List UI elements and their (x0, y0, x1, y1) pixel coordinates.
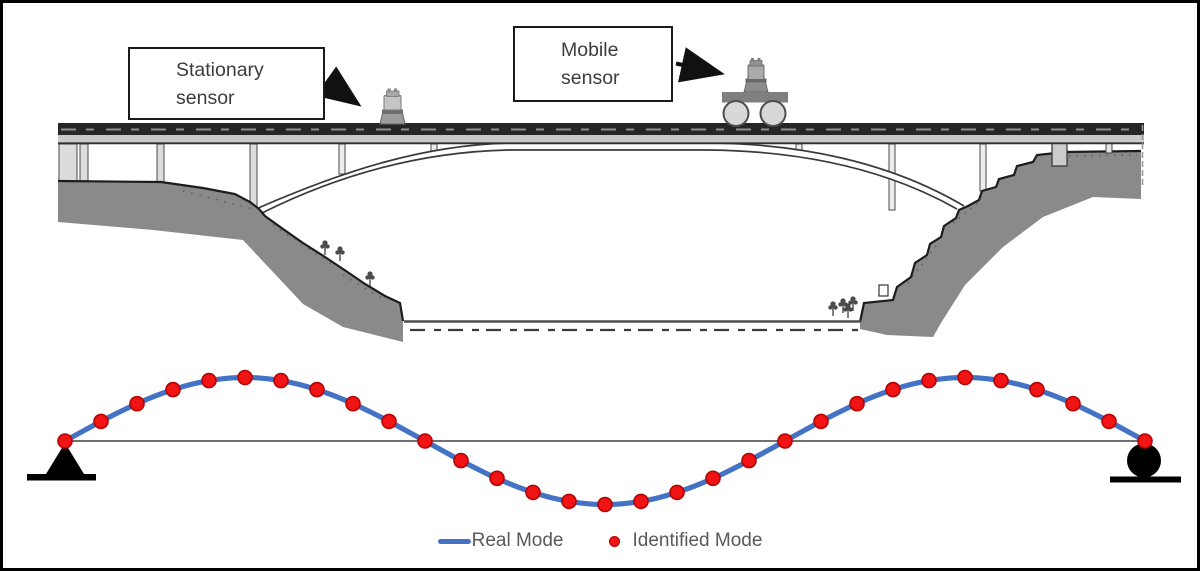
identified-mode-point (237, 369, 253, 386)
cart-wheel (759, 100, 787, 127)
identified-mode-point (381, 413, 397, 430)
identified-mode-point (1065, 395, 1081, 412)
cart-wheel (722, 100, 750, 127)
terrain-left (57, 179, 405, 342)
identified-mode-point (633, 493, 649, 510)
mobile-sensor-callout: Mobile sensor (513, 26, 673, 102)
identified-mode-point (813, 413, 829, 430)
bridge-deck (58, 123, 1144, 186)
real-mode-line-icon (437, 538, 471, 544)
pin-support-icon (27, 443, 96, 481)
identified-mode-points (57, 369, 1153, 513)
identified-mode-dot-icon (609, 535, 621, 547)
identified-mode-point (453, 452, 469, 469)
bridge-arch (255, 142, 965, 214)
identified-mode-point (777, 433, 793, 449)
callout-text: Stationary (176, 58, 264, 81)
legend: Real Mode Identified Mode (3, 530, 1197, 552)
vegetation (319, 239, 889, 319)
identified-mode-point (1029, 381, 1045, 398)
roller-support-icon (1110, 443, 1181, 483)
identified-mode-point (309, 381, 325, 398)
identified-mode-point (165, 381, 181, 398)
figure-canvas (27, 47, 1181, 513)
identified-mode-point (1101, 413, 1117, 430)
legend-label: Real Mode (471, 530, 564, 551)
identified-mode-point (345, 395, 361, 412)
stationary-sensor-callout: Stationary sensor (128, 47, 325, 120)
stationary-arrow-icon (315, 66, 362, 107)
identified-mode-point (525, 484, 541, 501)
bridge-left-piers (58, 143, 258, 208)
legend-item-identified-mode: Identified Mode (609, 530, 762, 552)
callout-text: sensor (561, 67, 620, 89)
legend-item-real-mode: Real Mode (437, 530, 564, 552)
stationary-sensor-icon (379, 88, 406, 125)
identified-mode-point (129, 395, 145, 412)
identified-mode-point (669, 484, 685, 501)
identified-mode-point (957, 369, 973, 386)
identified-mode-point (885, 381, 901, 398)
bridge-right-piers (1051, 139, 1113, 167)
bridge-illustration (57, 47, 1144, 342)
identified-mode-point (201, 372, 217, 389)
identified-mode-point (561, 493, 577, 510)
terrain-right (858, 149, 1142, 337)
identified-mode-point (597, 496, 613, 513)
identified-mode-point (1137, 433, 1153, 449)
mobile-arrow-icon (675, 47, 725, 83)
identified-mode-point (741, 452, 757, 469)
small-building (878, 284, 889, 297)
identified-mode-point (705, 470, 721, 487)
identified-mode-point (993, 372, 1009, 389)
identified-mode-point (489, 470, 505, 487)
mode-shape-plot (27, 369, 1181, 513)
identified-mode-point (921, 372, 937, 389)
identified-mode-point (57, 433, 73, 449)
identified-mode-point (849, 395, 865, 412)
legend-label: Identified Mode (632, 530, 763, 551)
mobile-sensor-icon (722, 58, 788, 127)
cart-platform (722, 92, 788, 103)
identified-mode-point (273, 372, 289, 389)
valley-floor (404, 320, 861, 332)
identified-mode-point (93, 413, 109, 430)
callout-text: Mobile (561, 39, 619, 61)
identified-mode-point (417, 433, 433, 449)
callout-text: sensor (176, 86, 235, 109)
